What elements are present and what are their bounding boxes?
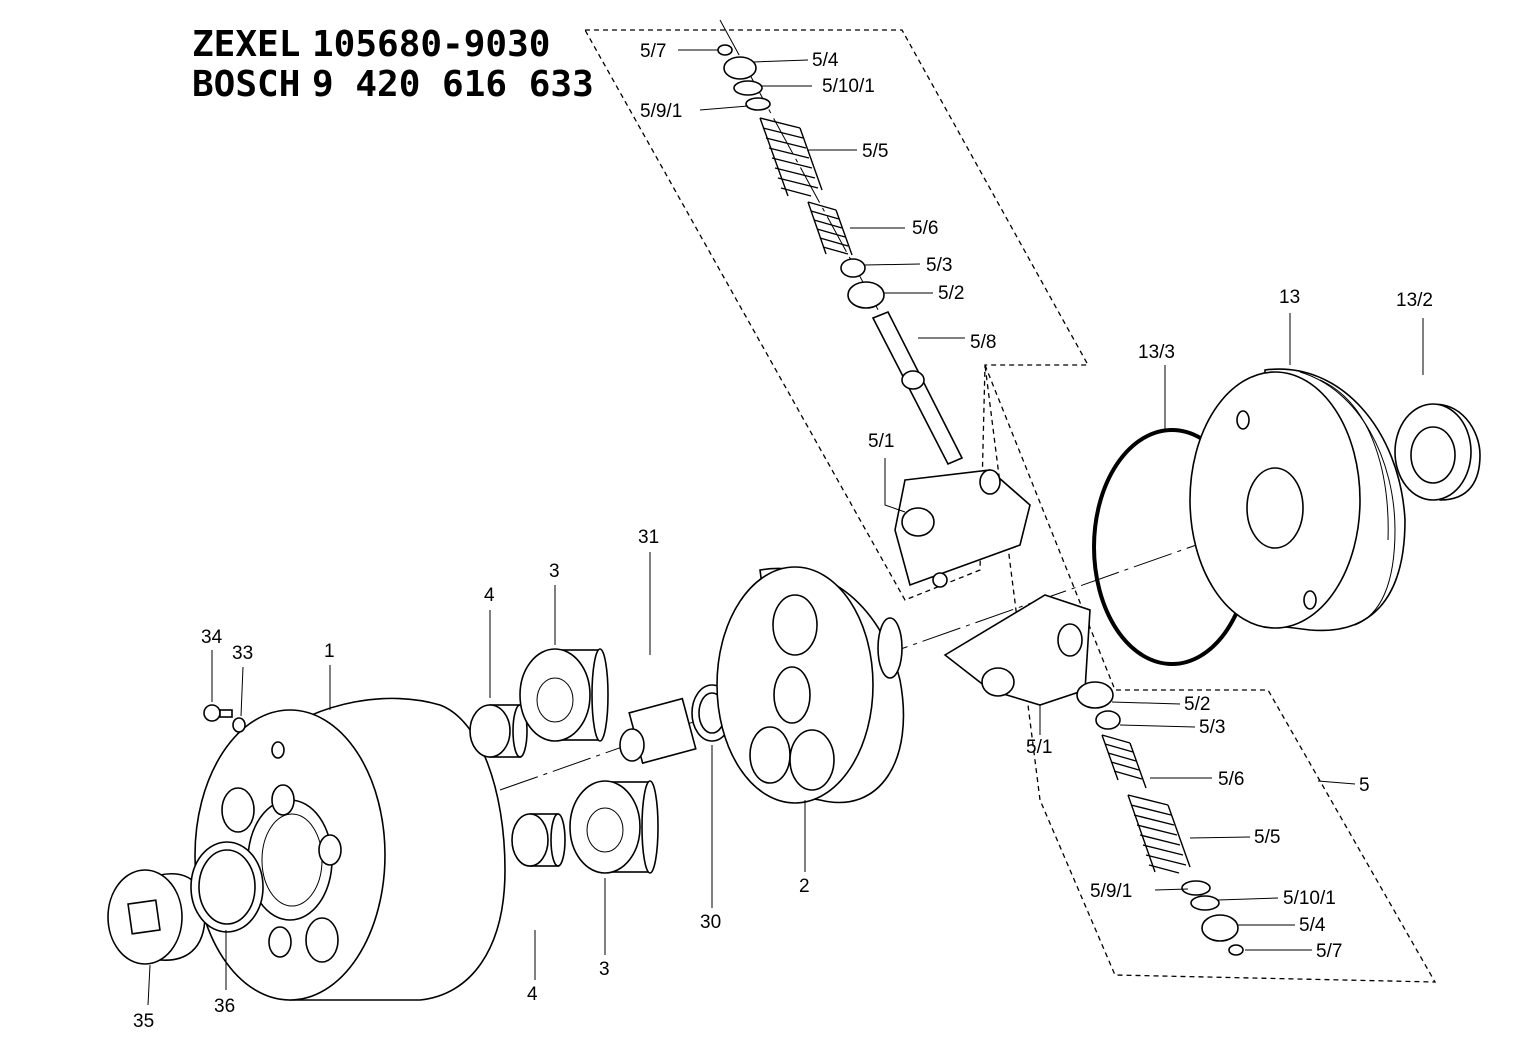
callout-labels: 5/7 5/4 5/10/1 5/9/1 5/5 5/6 5/3 5/2 5/8… [133,41,1433,1032]
shim-lower [1190,895,1220,911]
circlip-upper [717,44,733,56]
callout-13-3: 13/3 [1138,342,1175,363]
callout-5-2-bottom: 5/2 [1184,694,1210,715]
callout-5-3-bottom: 5/3 [1199,717,1225,738]
spring-seat-lower [1181,880,1211,896]
bosch-brand: BOSCH [192,64,300,105]
callout-1: 1 [324,641,335,662]
cover-bearing [1394,403,1481,501]
callout-3-top: 3 [549,561,560,582]
callout-5-2-top: 5/2 [938,283,964,304]
zexel-part-number: 105680-9030 [312,24,550,65]
small-washer [232,717,246,733]
leader-lines [147,49,1424,1006]
small-screw [203,704,233,722]
cylinder-lower [569,780,659,874]
valve-seat-lower [1076,681,1114,709]
callout-5-7-bottom: 5/7 [1316,941,1342,962]
circlip-lower [1228,944,1244,956]
callout-30: 30 [700,912,721,933]
callout-5: 5 [1359,775,1370,796]
callout-31: 31 [638,527,659,548]
zexel-brand: ZEXEL [192,24,300,65]
callout-5-3-top: 5/3 [926,255,952,276]
callout-5-4-bottom: 5/4 [1299,915,1326,936]
inner-spring-upper [807,201,853,256]
center-bolt [619,697,697,765]
callout-5-6-top: 5/6 [912,218,938,239]
lower-valve-group-boundary [984,364,1437,983]
callout-4-top: 4 [484,585,495,606]
sealing-ring [190,841,264,933]
callout-5-6-bottom: 5/6 [1218,769,1244,790]
callout-3-bottom: 3 [599,959,610,980]
shim-upper [733,80,763,96]
valve-disc-lower [1095,710,1121,730]
callout-13-2: 13/2 [1396,290,1433,311]
callout-5-10-1-bottom: 5/10/1 [1283,888,1336,909]
valve-cap-lower [1201,914,1239,942]
pump-cover [1189,368,1406,632]
callout-5-10-1-top: 5/10/1 [822,76,875,97]
cylinder-upper [519,648,609,742]
outer-spring-upper [759,117,823,197]
callout-5-9-1-bottom: 5/9/1 [1090,881,1132,902]
valve-body-lower [943,594,1091,706]
callout-13: 13 [1279,287,1300,308]
callout-5-7-top: 5/7 [640,41,666,62]
callout-34: 34 [201,627,223,648]
callout-5-4-top: 5/4 [812,50,839,71]
piston-upper [469,704,528,758]
callout-36: 36 [214,996,235,1017]
callout-35: 35 [133,1011,154,1032]
valve-cap-upper [723,56,757,80]
valve-body-upper [894,469,1031,588]
valve-seat-upper [847,281,885,309]
inner-spring-lower [1101,734,1147,789]
callout-5-9-1-top: 5/9/1 [640,101,682,122]
callout-4-bottom: 4 [527,984,538,1005]
cam-flange [716,566,905,804]
callout-33: 33 [232,643,253,664]
pump-housing [194,697,506,1001]
valve-stem [871,310,964,466]
callout-5-8: 5/8 [970,332,996,353]
valve-disc-upper [840,258,866,278]
callout-5-5-bottom: 5/5 [1254,827,1280,848]
piston-lower [511,813,566,867]
outer-spring-lower [1127,794,1191,874]
spring-seat-upper [745,97,771,111]
callout-5-1-top: 5/1 [868,431,894,452]
callout-5-1-bottom: 5/1 [1026,737,1052,758]
callout-2: 2 [799,876,810,897]
bosch-part-number: 9 420 616 633 [312,64,594,105]
callout-5-5-top: 5/5 [862,141,888,162]
